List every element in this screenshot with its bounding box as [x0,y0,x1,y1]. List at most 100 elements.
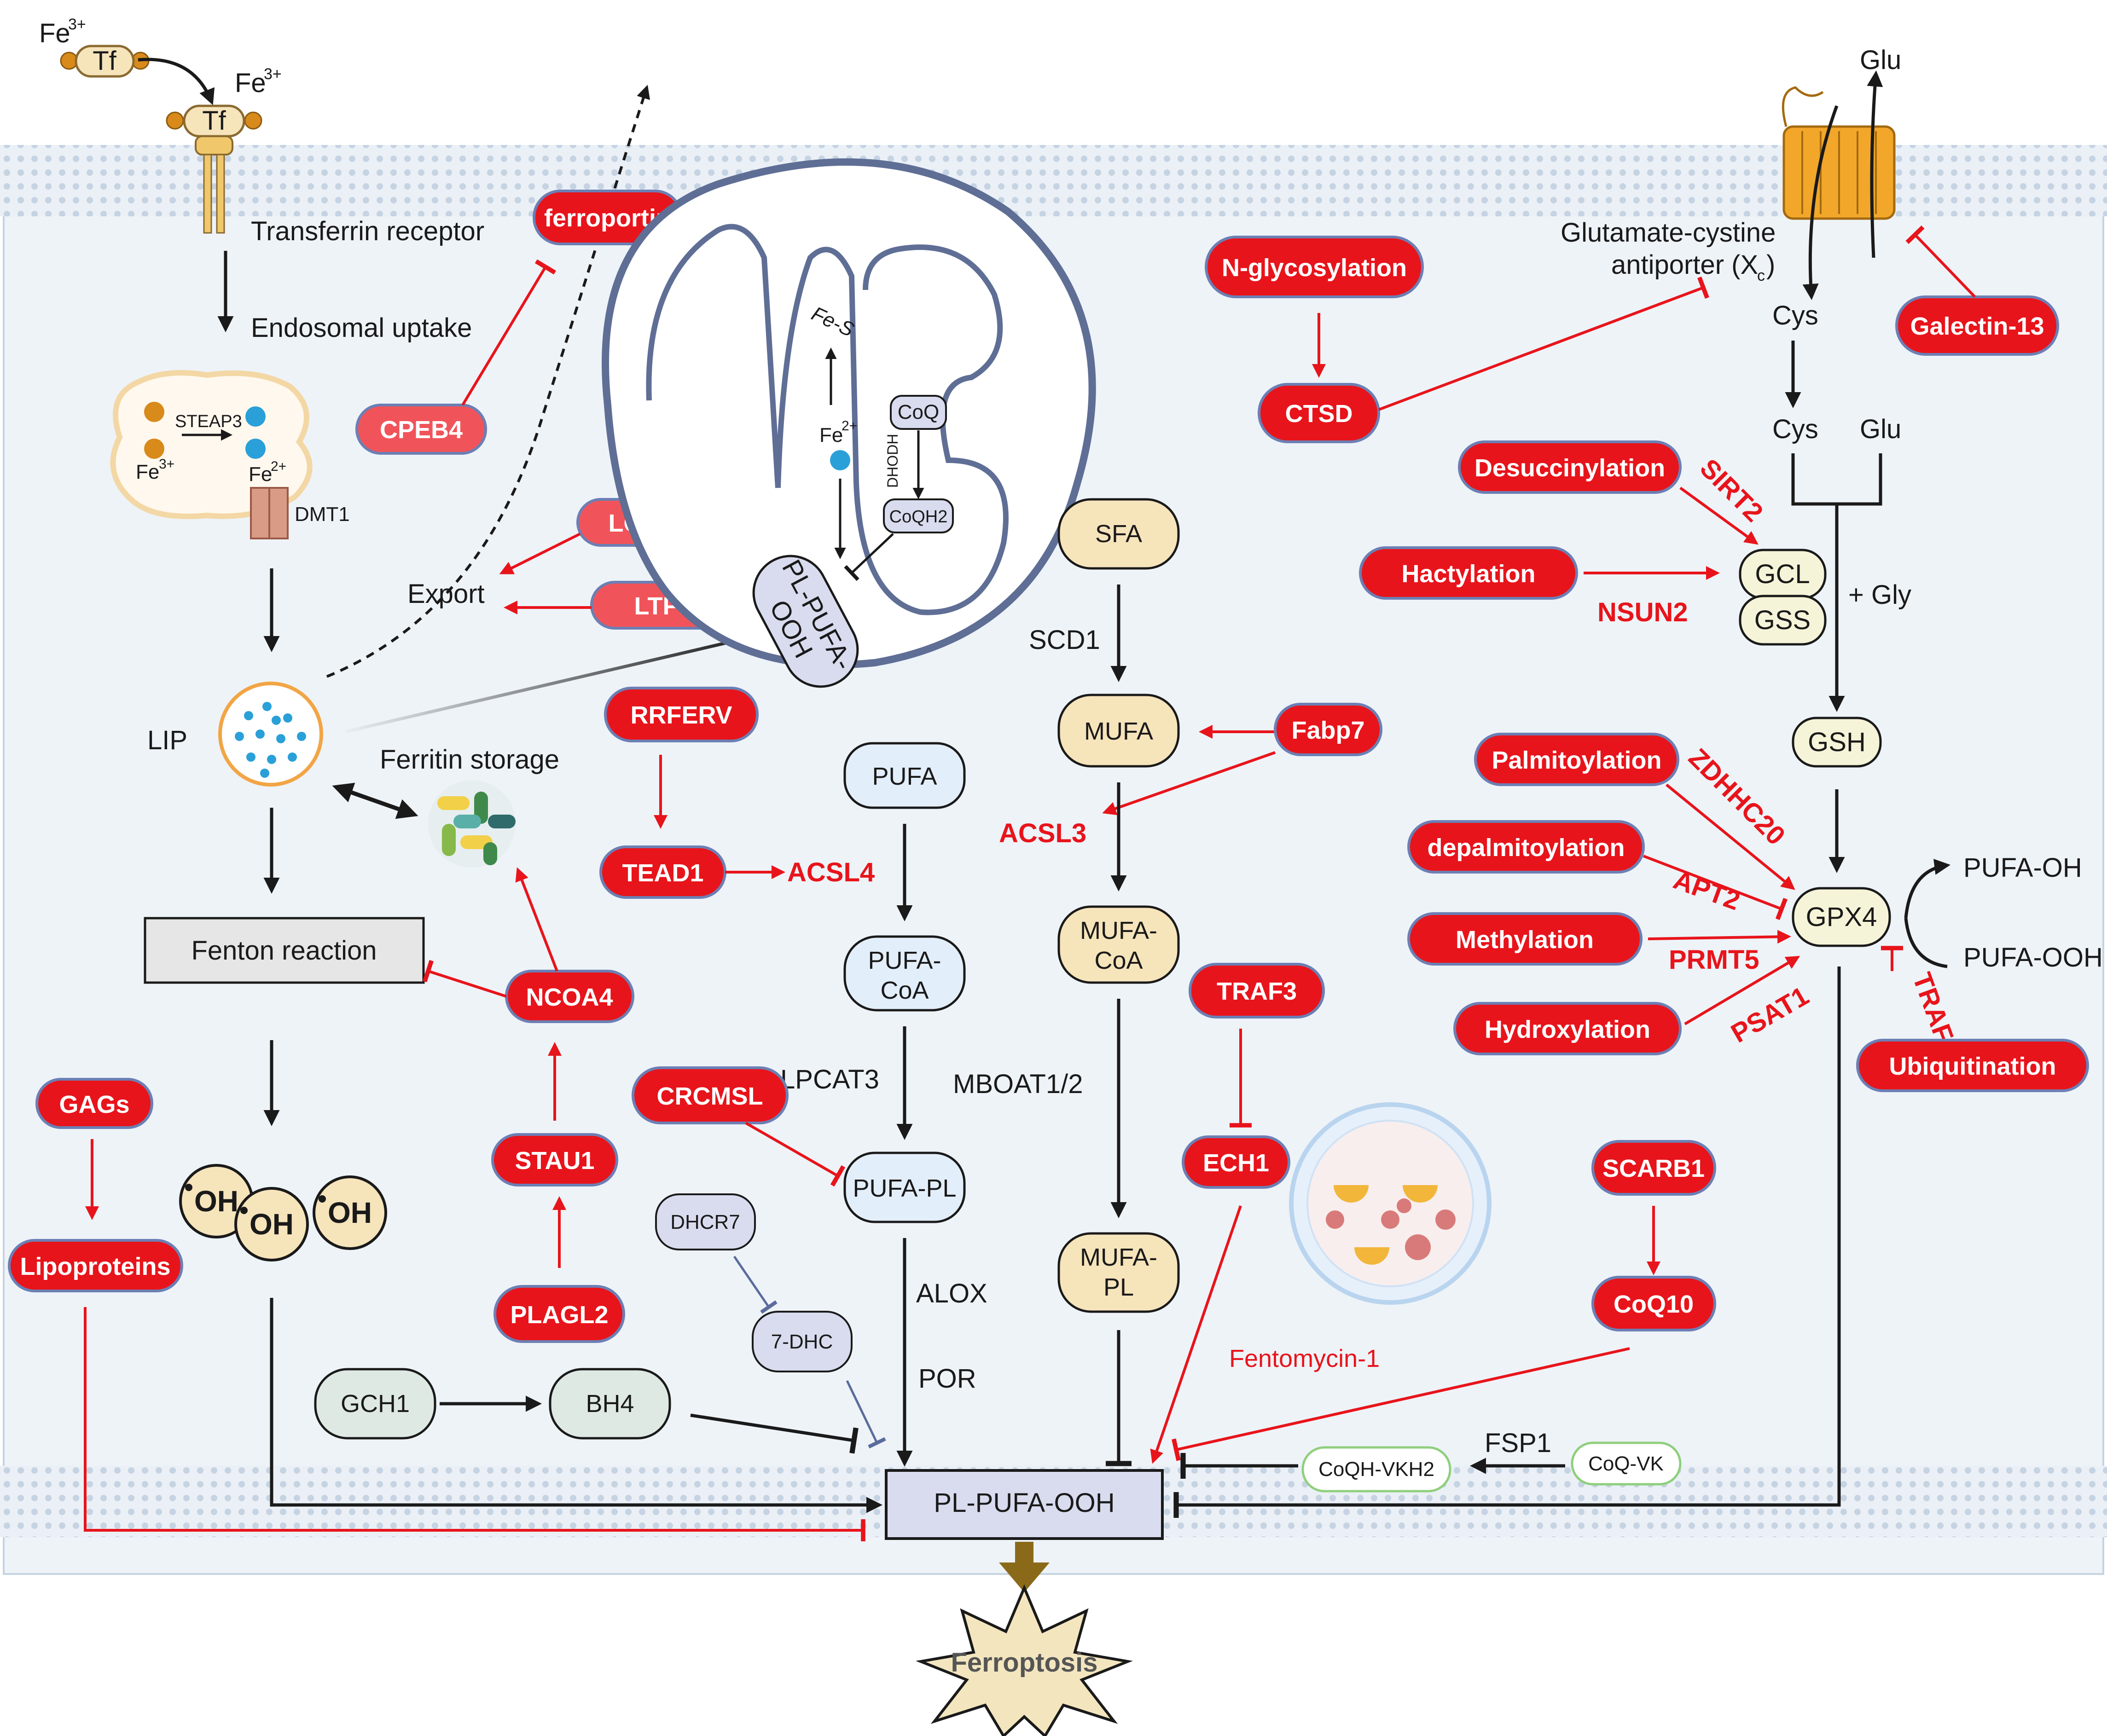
fabp7-badge: Fabp7 [1274,703,1382,756]
galectin13-badge: Galectin-13 [1895,295,2059,356]
depalmitoylation-badge: depalmitoylation [1407,820,1645,874]
svg-text:DHCR7: DHCR7 [670,1211,740,1233]
ubiquitination-badge: Ubiquitination [1856,1039,2089,1092]
mito-fe2-label: Fe [819,424,843,446]
svg-text:MUFA: MUFA [1084,718,1153,745]
svg-text:CTSD: CTSD [1285,400,1353,428]
svg-text:OH: OH [250,1208,294,1241]
svg-text:OH: OH [328,1196,372,1229]
palmitoylation-badge: Palmitoylation [1474,733,1679,786]
coq-vk-node: CoQ-VK [1571,1441,1682,1486]
mufa-coa-node: MUFA- CoA [1057,905,1180,984]
svg-text:CoA: CoA [880,977,929,1004]
antiporter-label-2: antiporter (X c ) [1611,250,1775,284]
methylation-badge: Methylation [1407,912,1643,966]
svg-text:MUFA-: MUFA- [1080,1244,1157,1271]
svg-text:GSH: GSH [1808,727,1866,757]
crcmsl-badge: CRCMSL [632,1066,789,1124]
coq10-badge: CoQ10 [1591,1276,1716,1331]
svg-text:GAGs: GAGs [59,1091,129,1118]
lipoproteins-badge: Lipoproteins [8,1239,183,1292]
glu-inner-label: Glu [1860,414,1901,444]
cys-inner-label: Cys [1772,414,1818,444]
svg-text:PUFA-PL: PUFA-PL [853,1175,956,1202]
svg-text:CoQH-VKH2: CoQH-VKH2 [1318,1458,1434,1481]
gly-label: + Gly [1848,580,1911,610]
traf3-badge: TRAF3 [1189,963,1325,1018]
mitochondrion [602,158,1096,669]
glu-top-label: Glu [1860,45,1901,75]
pl-pufa-ooh-node: PL-PUFA-OOH [885,1469,1164,1540]
fe3-top-label: Fe 3+ [39,16,86,48]
pufa-node: PUFA [843,742,966,809]
hactylation-badge: Hactylation [1359,546,1578,600]
svg-text:Palmitoylation: Palmitoylation [1492,746,1661,774]
plagl2-badge: PLAGL2 [493,1285,625,1343]
svg-text:Fe: Fe [235,68,266,98]
svg-text:depalmitoylation: depalmitoylation [1427,834,1625,862]
svg-text:PUFA-: PUFA- [868,947,941,974]
cpeb4-badge: CPEB4 [355,404,487,455]
ferroptosis-star: Ferroptosis [916,1584,1133,1736]
steap3-label: STEAP3 [175,412,242,431]
sfa-node: SFA [1057,498,1180,570]
svg-text:CoQH2: CoQH2 [889,507,948,527]
svg-text:Ferroptosis: Ferroptosis [951,1648,1097,1678]
svg-text:3+: 3+ [68,16,86,33]
svg-text:Fenton reaction: Fenton reaction [191,936,377,966]
labile-iron-pool [218,682,323,787]
gch1-node: GCH1 [314,1368,436,1440]
dmt1-label: DMT1 [295,503,350,526]
svg-text:Methylation: Methylation [1456,926,1594,954]
svg-text:Lipoproteins: Lipoproteins [20,1253,171,1280]
svg-text:Ubiquitination: Ubiquitination [1889,1053,2056,1080]
svg-text:CRCMSL: CRCMSL [657,1082,763,1110]
transferrin-receptor-label: Transferrin receptor [251,216,484,246]
mufa-pl-node: MUFA- PL [1057,1232,1180,1313]
fsp1-label: FSP1 [1485,1428,1551,1458]
svg-text:Fe: Fe [39,18,70,48]
svg-text:TRAF3: TRAF3 [1217,978,1297,1005]
endosomal-uptake-label: Endosomal uptake [251,313,472,343]
svg-text:BH4: BH4 [586,1390,634,1418]
coqh-vkh2-node: CoQH-VKH2 [1301,1446,1451,1493]
tead1-badge: TEAD1 [599,845,726,899]
transferrin-free: Tf [60,45,150,78]
svg-text:Tf: Tf [202,106,226,136]
svg-text:ECH1: ECH1 [1203,1149,1269,1177]
svg-text:c: c [1757,267,1765,284]
svg-text:3+: 3+ [264,65,282,83]
svg-text:Fabp7: Fabp7 [1291,717,1364,744]
fentomycin-lysosome [1289,1102,1492,1305]
svg-text:): ) [1766,250,1775,280]
svg-text:RRFERV: RRFERV [630,701,732,729]
pufa-oh-label: PUFA-OH [1963,853,2082,883]
svg-text:CPEB4: CPEB4 [380,416,463,444]
svg-text:Hactylation: Hactylation [1401,560,1535,588]
svg-text:MUFA-: MUFA- [1080,917,1157,944]
endosome: STEAP3 Fe 3+ Fe 2+ [110,370,313,539]
acsl3-label: ACSL3 [999,818,1086,848]
ferritin-protein [428,780,516,868]
bh4-node: BH4 [549,1368,671,1440]
lip-label: LIP [147,725,187,755]
svg-text:Galectin-13: Galectin-13 [1910,312,2044,340]
svg-text:N-glycosylation: N-glycosylation [1222,254,1407,282]
rrferv-badge: RRFERV [604,687,759,742]
coq-node: CoQ [890,395,947,430]
svg-text:STAU1: STAU1 [515,1147,594,1175]
scd1-label: SCD1 [1029,625,1100,655]
svg-text:PLAGL2: PLAGL2 [510,1301,608,1329]
svg-text:PL: PL [1103,1273,1134,1301]
scarb1-badge: SCARB1 [1591,1140,1716,1196]
gcl-gss-node: GCL GSS [1739,549,1827,646]
hydroxyl-radicals: OH OH OH [179,1164,387,1261]
svg-text:7-DHC: 7-DHC [771,1331,833,1353]
svg-text:antiporter (X: antiporter (X [1611,250,1758,280]
svg-text:PL-PUFA-OOH: PL-PUFA-OOH [934,1488,1114,1518]
ferritin-storage-label: Ferritin storage [380,745,559,775]
cys-outer-label: Cys [1772,301,1818,330]
7-dhc-node: 7-DHC [752,1311,853,1372]
mito-fe2-ion [830,450,850,470]
